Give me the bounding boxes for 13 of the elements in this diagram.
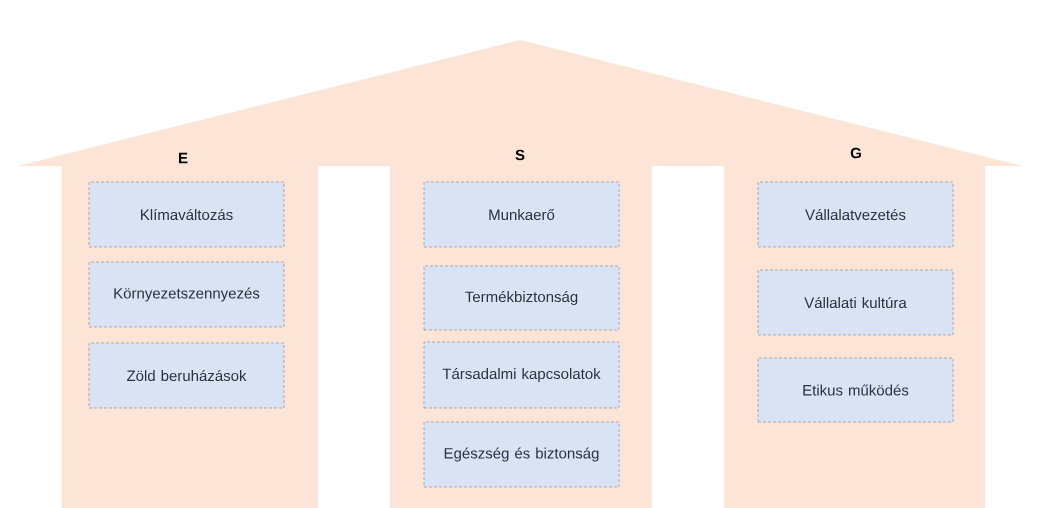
- topic-box: Etikus működés: [757, 357, 954, 423]
- topic-box: Munkaerő: [423, 181, 620, 248]
- topic-box: Vállalatvezetés: [757, 181, 954, 248]
- topic-box: Zöld beruházások: [88, 342, 285, 409]
- node-label: G: [850, 147, 861, 159]
- topic-box: Környezetszennyezés: [88, 261, 285, 328]
- node-label: S: [515, 149, 525, 161]
- topic-box: Klímaváltozás: [88, 181, 285, 248]
- topic-box: Társadalmi kapcsolatok: [423, 341, 620, 409]
- topic-box: Egészség és biztonság: [423, 421, 620, 488]
- topic-box: Termékbiztonság: [423, 265, 620, 331]
- topic-box: Vállalati kultúra: [757, 269, 954, 336]
- node-label: E: [179, 152, 188, 164]
